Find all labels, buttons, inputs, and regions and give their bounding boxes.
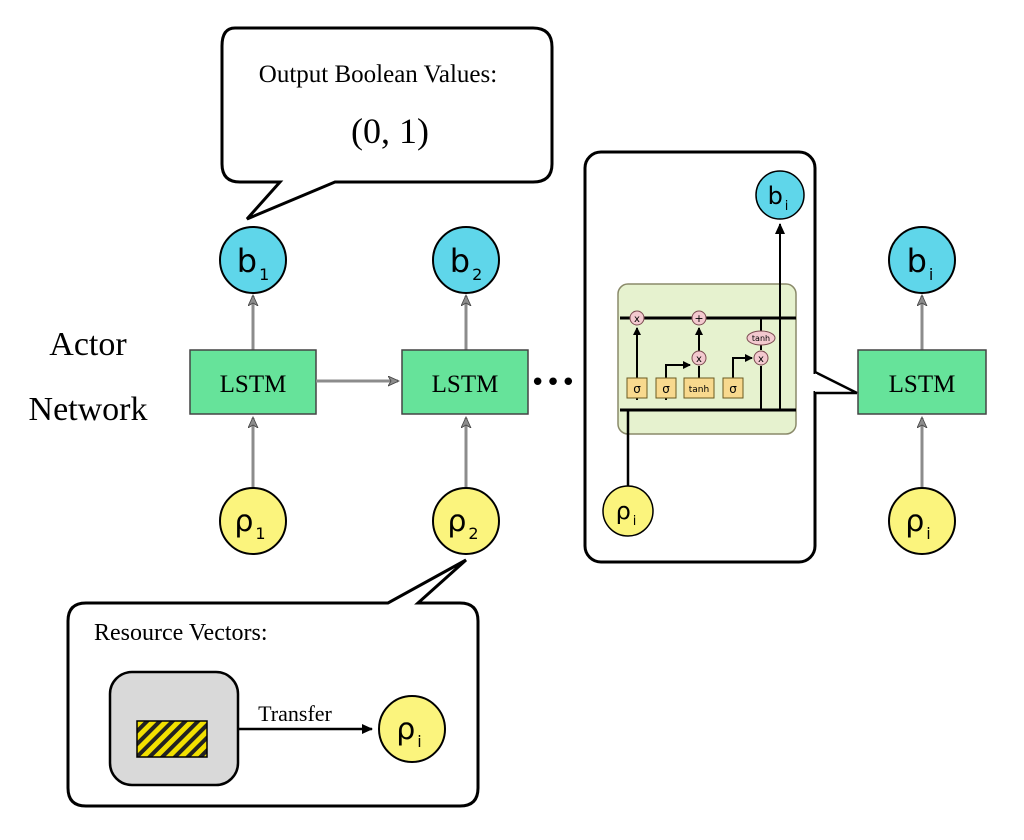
lstm-box-1-label: LSTM (220, 371, 287, 398)
lstm-box-2 (401, 349, 529, 415)
output-callout: Output Boolean Values: (0, 1) (220, 26, 554, 221)
resource-node-pi (378, 695, 446, 763)
output-callout-heading: Output Boolean Values: (259, 61, 497, 88)
cell-input-node-pi (602, 485, 654, 537)
op-multiply-output-label: x (758, 354, 764, 365)
lstm-box-i-label: LSTM (889, 371, 956, 398)
lstm-box-2-label: LSTM (432, 371, 499, 398)
resource-hatch (136, 720, 208, 758)
op-multiply-input-label: x (696, 354, 702, 365)
op-add (691, 310, 707, 326)
cell-output-node-bi (755, 170, 805, 220)
output-callout-value: (0, 1) (351, 111, 429, 151)
gate-candidate-label: tanh (689, 385, 709, 395)
op-add-label: + (694, 312, 703, 325)
output-node-b2 (432, 226, 500, 294)
resource-callout-heading: Resource Vectors: (94, 620, 268, 646)
output-node-b1 (219, 226, 287, 294)
input-node-pi (888, 487, 956, 555)
op-multiply-output (753, 350, 769, 366)
ellipsis: ••• (530, 368, 576, 398)
gate-forget (626, 377, 648, 399)
gate-output (722, 377, 744, 399)
lstm-cell-internals: σ σ tanh σ x + x tanh x (617, 223, 797, 488)
gate-forget-label: σ (633, 382, 641, 396)
input-node-p1 (219, 487, 287, 555)
transfer-label: Transfer (258, 701, 332, 726)
gate-output-label: σ (729, 382, 737, 396)
op-tanh-label: tanh (752, 334, 770, 343)
op-multiply-forget-label: x (634, 314, 640, 325)
gate-candidate (683, 377, 715, 399)
op-multiply-input (691, 350, 707, 366)
op-multiply-forget (629, 310, 645, 326)
detail-panel-pointer (814, 370, 858, 395)
lstm-box-i (857, 349, 987, 415)
gate-input-label: σ (662, 382, 670, 396)
actor-label: Actor (49, 326, 127, 363)
lstm-box-1 (189, 349, 317, 415)
network-label: Network (29, 391, 148, 428)
op-tanh (746, 330, 776, 346)
gate-input (655, 377, 677, 399)
output-node-bi (888, 226, 956, 294)
input-node-p2 (432, 487, 500, 555)
